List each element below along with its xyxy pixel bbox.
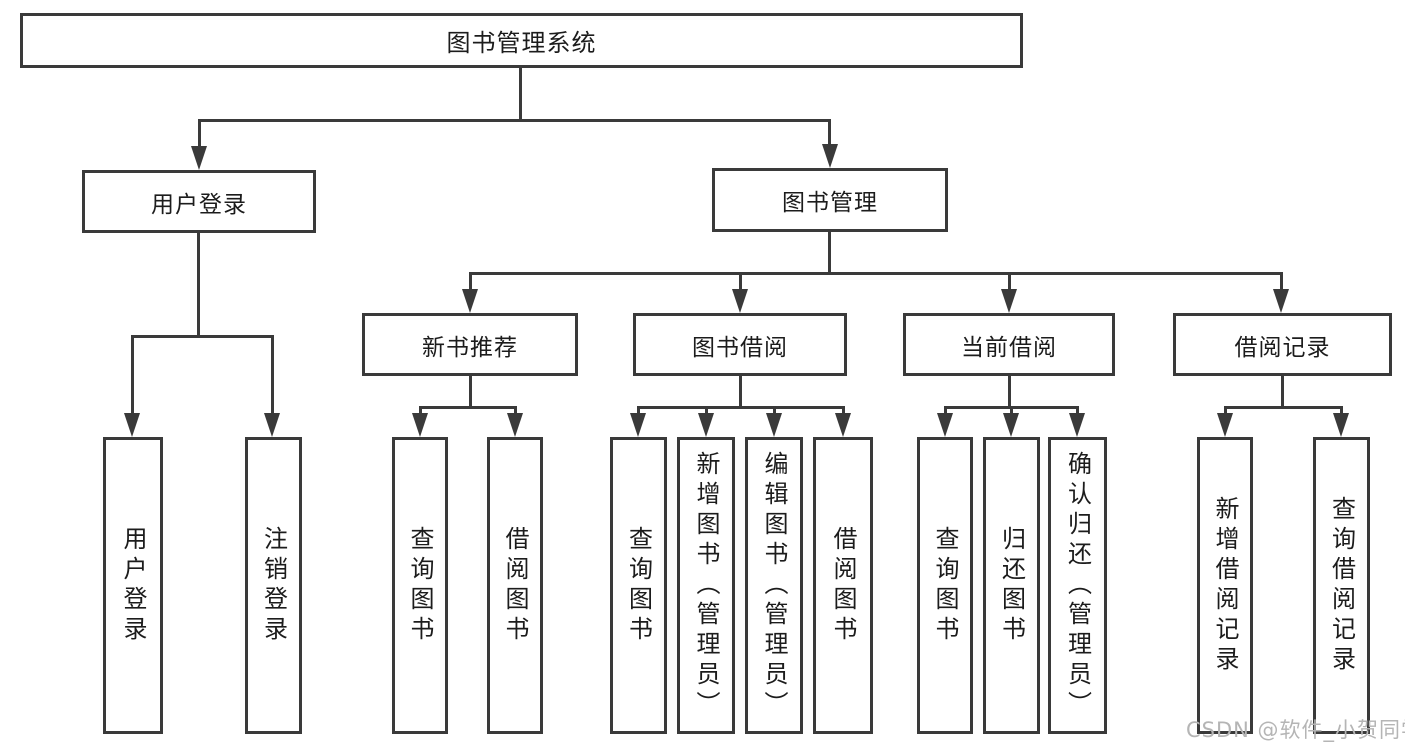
- arrow-down-icon: [1003, 413, 1019, 437]
- connector-leaf-stem: [705, 406, 708, 415]
- arrow-down-icon: [264, 413, 280, 437]
- arrow-down-icon: [630, 413, 646, 437]
- connector-currentborrow-down: [1008, 376, 1011, 408]
- leaf-label: 注销登录: [259, 525, 288, 646]
- connector-userlogin-down: [197, 233, 200, 337]
- leaf-label: 查询图书: [624, 525, 653, 646]
- arrow-down-icon: [698, 413, 714, 437]
- leaf-edit-book-admin: 编辑图书（管理员）: [745, 437, 803, 734]
- arrow-down-icon: [766, 413, 782, 437]
- leaf-label: 新增借阅记录: [1211, 495, 1239, 676]
- node-new-book-rec: 新书推荐: [362, 313, 578, 376]
- node-current-borrow-label: 当前借阅: [961, 334, 1057, 361]
- leaf-label: 归还图书: [997, 525, 1026, 646]
- node-borrow-record-label: 借阅记录: [1234, 334, 1331, 361]
- watermark: CSDN @软件_小贺同学: [1186, 718, 1405, 742]
- connector-l3-stem: [469, 272, 472, 291]
- connector-userlogin-stem: [198, 119, 201, 148]
- leaf-label: 确认归还（管理员）: [1063, 450, 1092, 721]
- connector-leaf-stem: [842, 406, 845, 415]
- node-book-borrow: 图书借阅: [633, 313, 847, 376]
- arrow-down-icon: [124, 413, 140, 437]
- connector-borrowrecord-hbar: [1224, 406, 1342, 409]
- node-user-login-label: 用户登录: [151, 191, 247, 218]
- connector-bookmgmt-stem: [828, 119, 831, 146]
- node-user-login: 用户登录: [82, 170, 316, 233]
- connector-bookborrow-hbar: [637, 406, 844, 409]
- connector-leaf-stem: [637, 406, 640, 415]
- leaf-label: 查询图书: [931, 525, 959, 646]
- leaf-confirm-return-admin: 确认归还（管理员）: [1048, 437, 1107, 734]
- connector-newbookrec-down: [469, 376, 472, 408]
- leaf-borrow-book-1: 借阅图书: [487, 437, 543, 734]
- arrow-down-icon: [1001, 289, 1017, 313]
- node-new-book-rec-label: 新书推荐: [422, 334, 518, 361]
- arrow-down-icon: [462, 289, 478, 313]
- connector-borrowrecord-down: [1281, 376, 1284, 408]
- connector-leaf-stem: [1224, 406, 1227, 415]
- leaf-query-book-3: 查询图书: [917, 437, 973, 734]
- connector-bookmgmt-down: [828, 232, 831, 274]
- leaf-query-book-1: 查询图书: [392, 437, 448, 734]
- connector-leaf-stem: [1340, 406, 1343, 415]
- leaf-logout: 注销登录: [245, 437, 302, 734]
- connector-leaf-stem: [271, 335, 274, 415]
- leaf-label: 新增图书（管理员）: [692, 450, 720, 721]
- leaf-add-book-admin: 新增图书（管理员）: [677, 437, 735, 734]
- arrow-down-icon: [1273, 289, 1289, 313]
- connector-leaf-stem: [944, 406, 947, 415]
- node-root-label: 图书管理系统: [446, 29, 597, 57]
- connector-leaf-stem: [419, 406, 422, 415]
- leaf-borrow-book-2: 借阅图书: [813, 437, 873, 734]
- arrow-down-icon: [835, 413, 851, 437]
- connector-bookmgmt-hbar: [469, 272, 1283, 275]
- leaf-label: 借阅图书: [501, 525, 529, 646]
- connector-root-stem: [519, 68, 522, 121]
- leaf-add-borrow-record: 新增借阅记录: [1197, 437, 1253, 734]
- connector-userlogin-hbar: [131, 335, 273, 338]
- arrow-down-icon: [732, 289, 748, 313]
- connector-bookborrow-down: [739, 376, 742, 408]
- arrow-down-icon: [191, 146, 207, 170]
- leaf-label: 查询借阅记录: [1327, 495, 1356, 676]
- arrow-down-icon: [412, 413, 428, 437]
- leaf-user-login: 用户登录: [103, 437, 163, 734]
- connector-l3-stem: [739, 272, 742, 291]
- arrow-down-icon: [507, 413, 523, 437]
- connector-leaf-stem: [1010, 406, 1013, 415]
- connector-leaf-stem: [131, 335, 134, 415]
- connector-newbookrec-hbar: [419, 406, 517, 409]
- leaf-label: 借阅图书: [829, 525, 857, 646]
- connector-l3-stem: [1280, 272, 1283, 291]
- node-book-mgmt: 图书管理: [712, 168, 948, 232]
- arrow-down-icon: [1217, 413, 1233, 437]
- node-borrow-record: 借阅记录: [1173, 313, 1392, 376]
- connector-root-hbar: [198, 119, 831, 122]
- node-book-mgmt-label: 图书管理: [782, 190, 878, 216]
- leaf-query-book-2: 查询图书: [610, 437, 667, 734]
- connector-leaf-stem: [514, 406, 517, 415]
- arrow-down-icon: [937, 413, 953, 437]
- connector-leaf-stem: [773, 406, 776, 415]
- leaf-query-borrow-record: 查询借阅记录: [1313, 437, 1370, 734]
- leaf-return-book: 归还图书: [983, 437, 1040, 734]
- leaf-label: 查询图书: [406, 525, 434, 646]
- leaf-label: 编辑图书（管理员）: [760, 450, 788, 721]
- arrow-down-icon: [1333, 413, 1349, 437]
- leaf-label: 用户登录: [119, 525, 147, 646]
- connector-l3-stem: [1008, 272, 1011, 291]
- node-root: 图书管理系统: [20, 13, 1023, 68]
- node-book-borrow-label: 图书借阅: [692, 334, 788, 361]
- connector-leaf-stem: [1076, 406, 1079, 415]
- node-current-borrow: 当前借阅: [903, 313, 1115, 376]
- arrow-down-icon: [822, 144, 838, 168]
- arrow-down-icon: [1069, 413, 1085, 437]
